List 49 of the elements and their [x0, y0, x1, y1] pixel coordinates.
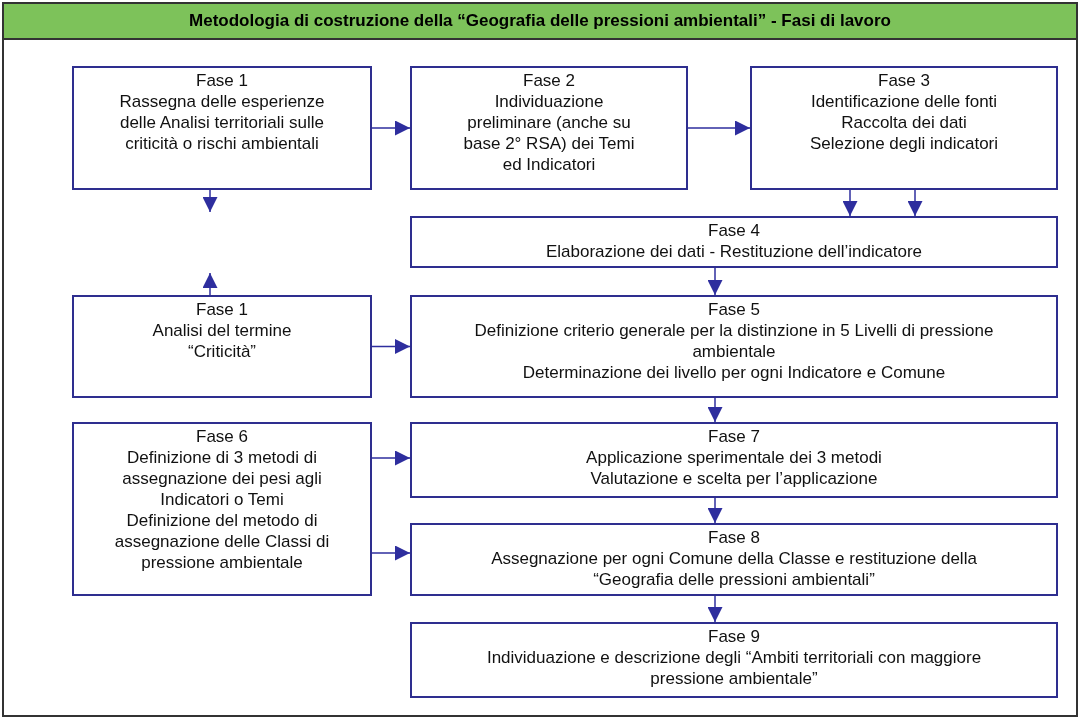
process-box	[410, 422, 1058, 498]
phase-description: Definizione di 3 metodi di assegnazione dei pesi agli Indicatori o Temi	[121, 447, 323, 510]
process-box	[410, 622, 1058, 698]
phase-description: Assegnazione per ogni Comune della Classe e restituzione della “Geografia delle pressioni ambientali”	[490, 548, 978, 590]
phase-heading: Fase 7	[708, 426, 760, 447]
phase-description: Analisi del termine “Criticità”	[151, 320, 293, 362]
arrow	[202, 272, 218, 296]
arrow	[371, 120, 411, 136]
phase-description: Determinazione dei livello per ogni Indicatore e Comune	[522, 362, 946, 383]
phase-heading: Fase 1	[196, 70, 248, 91]
phase-description: Definizione del metodo di assegnazione delle Classi di pressione ambientale	[113, 510, 331, 573]
process-box	[72, 66, 372, 190]
arrow	[687, 120, 751, 136]
phase-heading: Fase 9	[708, 626, 760, 647]
process-box	[410, 66, 688, 190]
phase-description: Elaborazione dei dati - Restituzione dell’indicatore	[545, 241, 923, 262]
arrow	[707, 595, 723, 623]
process-box	[72, 295, 372, 398]
arrow	[371, 545, 411, 561]
process-box	[410, 216, 1058, 268]
phase-description: Raccolta dei dati	[841, 112, 967, 133]
phase-description: Identificazione delle fonti	[810, 91, 998, 112]
arrow	[371, 450, 411, 466]
process-box	[410, 295, 1058, 398]
arrow	[371, 339, 411, 354]
phase-description: Valutazione e scelta per l’applicazione	[590, 468, 878, 489]
phase-heading: Fase 4	[708, 220, 760, 241]
phase-heading: Fase 3	[878, 70, 930, 91]
phase-description: Individuazione e descrizione degli “Ambiti territoriali con maggiore pressione ambientale”	[485, 647, 983, 689]
phase-description: Selezione degli indicatori	[809, 133, 999, 154]
title: Metodologia di costruzione della “Geografia delle pressioni ambientali” - Fasi di lavoro	[2, 2, 1078, 40]
phase-heading: Fase 1	[196, 299, 248, 320]
process-box	[410, 523, 1058, 596]
arrow	[707, 267, 723, 296]
arrow	[707, 497, 723, 524]
phase-heading: Fase 5	[708, 299, 760, 320]
phase-description: Applicazione sperimentale dei 3 metodi	[586, 447, 882, 468]
arrow	[202, 189, 218, 213]
process-box	[72, 422, 372, 596]
process-box	[750, 66, 1058, 190]
phase-description: Individuazione preliminare (anche su base 2° RSA) dei Temi ed Indicatori	[462, 91, 636, 175]
phase-description: Definizione criterio generale per la distinzione in 5 Livelli di pressione ambientale	[473, 320, 995, 362]
phase-heading: Fase 2	[523, 70, 575, 91]
phase-heading: Fase 6	[196, 426, 248, 447]
phase-description: Rassegna delle esperienze delle Analisi territoriali sulle criticità o rischi ambientali	[118, 91, 326, 154]
phase-heading: Fase 8	[708, 527, 760, 548]
arrow	[707, 397, 723, 423]
arrow	[907, 189, 923, 217]
arrow	[842, 189, 858, 217]
